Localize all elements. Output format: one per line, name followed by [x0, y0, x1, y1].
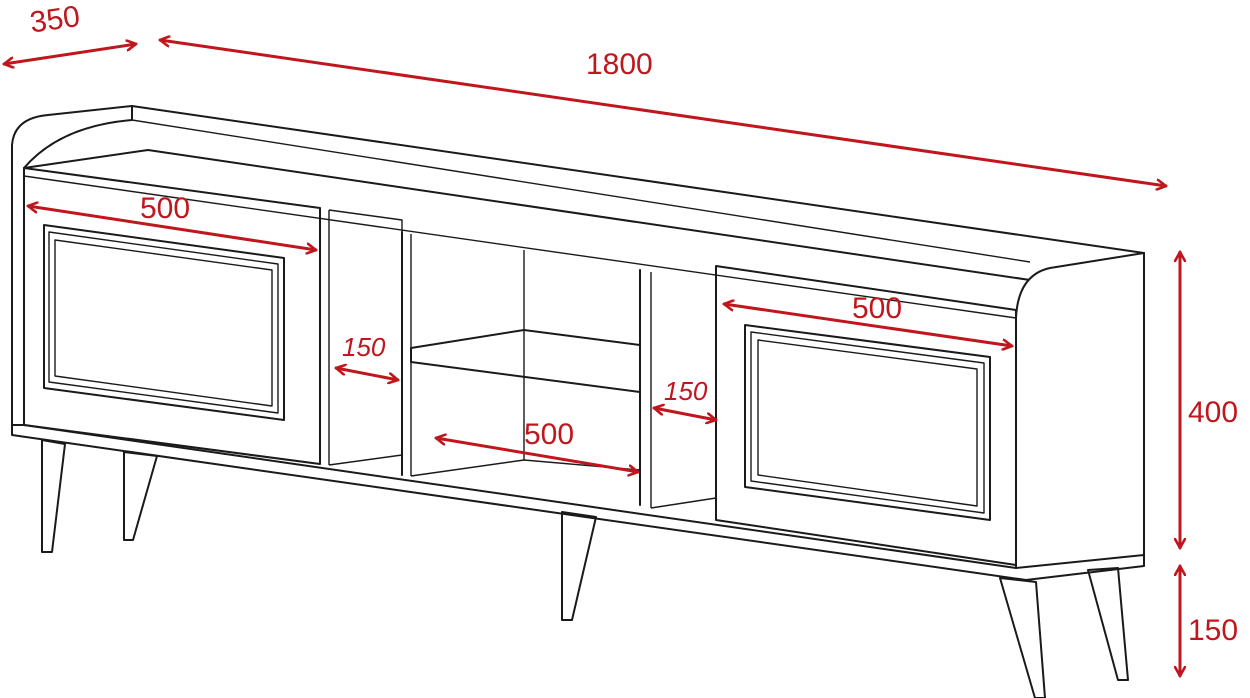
center-shelf-dimension-arrow	[434, 438, 640, 472]
left-shelf-dimension-arrow	[334, 368, 400, 380]
right-door	[715, 265, 1017, 566]
leg-back-right	[1087, 567, 1129, 681]
width-dimension-arrow	[158, 40, 1168, 186]
top-surface-front-face	[23, 175, 1017, 319]
right-shelf-dimension-arrow	[652, 408, 718, 420]
leg-center	[561, 511, 597, 621]
depth-dimension-arrow	[2, 44, 138, 64]
leg-front-left	[41, 439, 66, 553]
dimension-annotations: 350 1800 500 500 150 150 500 400 150	[2, 0, 1238, 678]
left-door-frame-inner	[54, 239, 273, 407]
leg-back-left	[123, 451, 158, 541]
width-dimension-label: 1800	[586, 48, 653, 81]
top-back-rail-inner	[131, 119, 1031, 263]
right-door-frame-mid	[750, 331, 985, 514]
left-door-dimension-label: 500	[140, 192, 190, 225]
right-door-frame-inner	[757, 339, 978, 507]
right-door-dimension-arrow	[722, 304, 1014, 346]
left-door-dimension-arrow	[26, 206, 318, 250]
left-compartment-floor	[328, 454, 403, 466]
center-shelf	[410, 329, 641, 393]
right-side-panel	[1015, 252, 1145, 569]
depth-dimension-label: 350	[28, 0, 82, 40]
right-compartment-floor	[650, 497, 717, 509]
leg-front-right	[999, 577, 1046, 698]
left-side-panel	[11, 105, 133, 426]
right-shelf-dimension-label: 150	[664, 376, 708, 406]
left-door-frame-mid	[48, 231, 279, 414]
right-door-dimension-label: 500	[852, 292, 902, 325]
leg-height-dimension-label: 150	[1188, 614, 1238, 647]
height-dimension-label: 400	[1188, 396, 1238, 429]
top-surface-front-edge	[23, 149, 1031, 281]
center-shelf-dimension-label: 500	[524, 418, 574, 451]
top-back-rail	[131, 105, 1145, 254]
left-shelf-dimension-label: 150	[342, 332, 386, 362]
